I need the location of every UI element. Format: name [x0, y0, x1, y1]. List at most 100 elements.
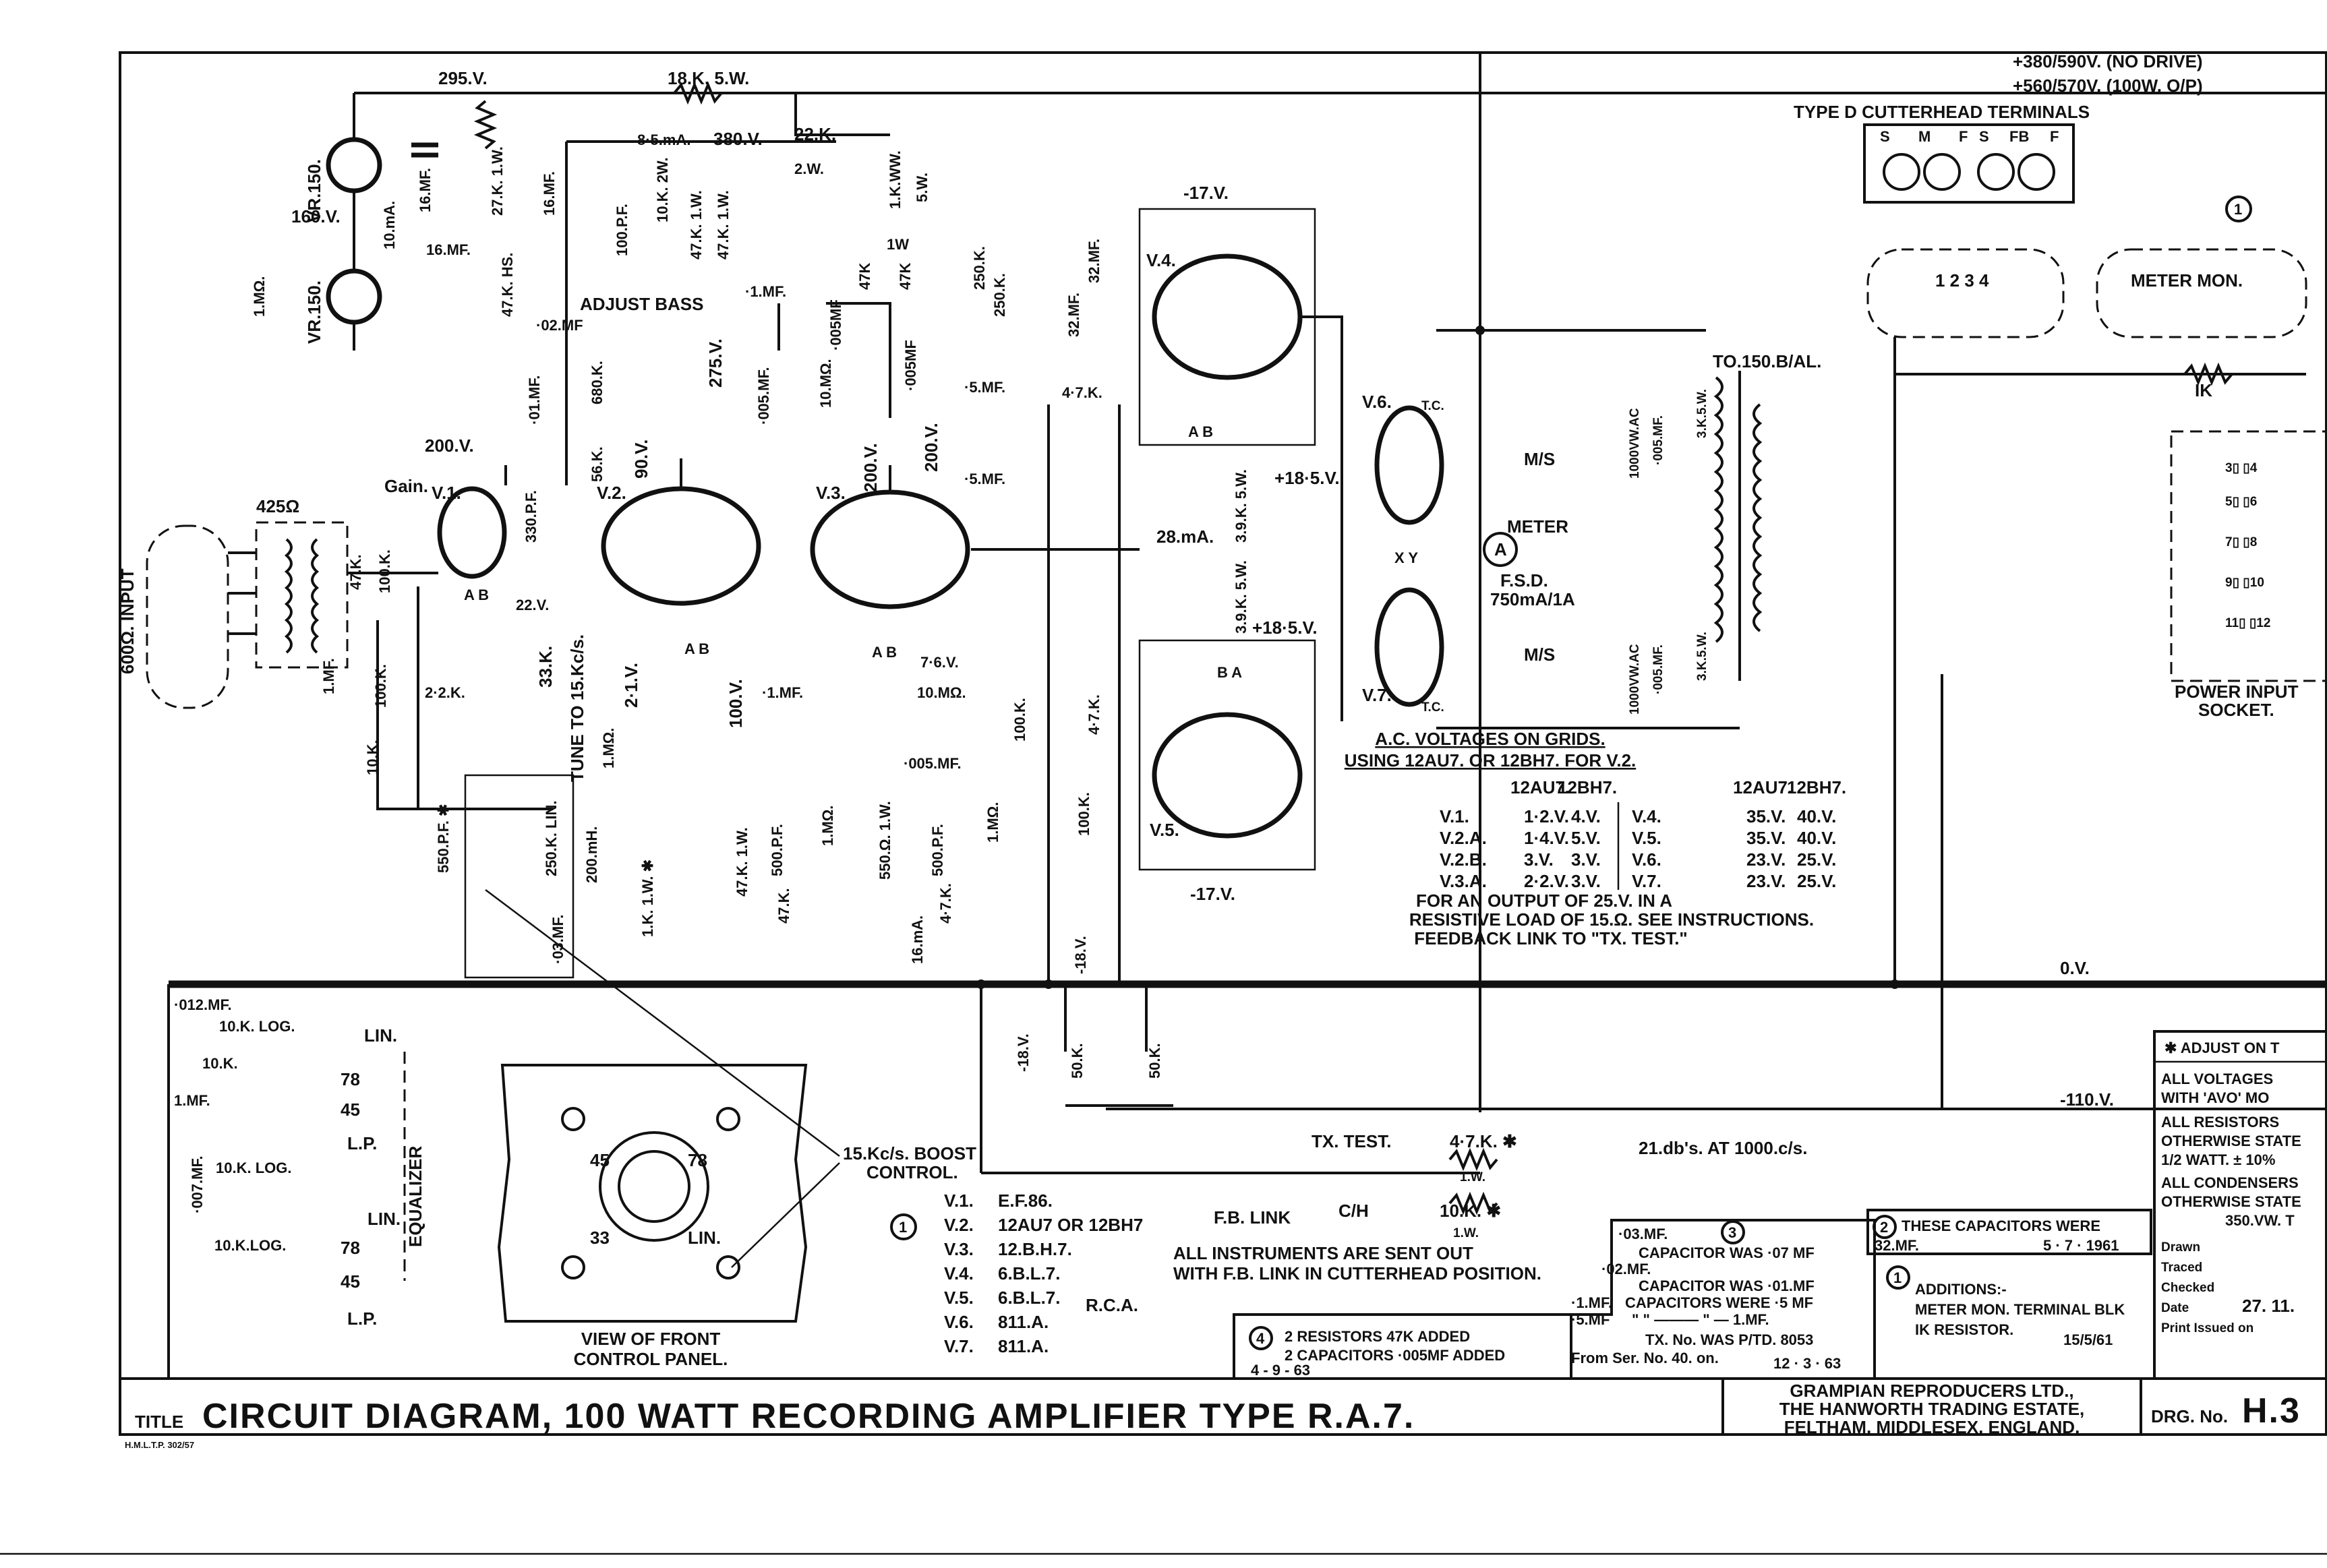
r680k-label: 680.K. [589, 361, 606, 404]
c32mf-a-label: 32.MF. [1065, 293, 1082, 337]
plug-pin-labels: 1 2 3 4 [1935, 270, 1989, 291]
input-600-label: 600Ω. INPUT [117, 568, 138, 674]
grid-r2-c1: 3.V. [1524, 849, 1554, 870]
r27k-resistor [473, 100, 498, 150]
panel-knob-outer [599, 1131, 709, 1242]
valve-r1-id: V.2. [944, 1215, 974, 1235]
grid-r1-c2: 5.V. [1571, 828, 1601, 848]
c1mf-b-label: ·1.MF. [745, 283, 786, 300]
r550-label: 550.Ω. 1.W. [877, 801, 893, 880]
eq-45b: 45 [341, 1271, 360, 1292]
notes-line-2: ALL RESISTORS [2161, 1114, 2279, 1130]
v17a-label: -17.V. [1183, 183, 1229, 203]
c5mf-a-label: ·5.MF. [964, 379, 1005, 396]
valve-r5-id: V.6. [944, 1312, 974, 1332]
socket-pins-11-12: 11▯ ▯12 [2225, 616, 2270, 630]
r3k5w-b-label: 3.K.5.W. [1695, 632, 1709, 681]
tx-w1a-label: 1.W. [1460, 1170, 1485, 1184]
r33k-label: 33.K. [535, 646, 556, 688]
grid-note-3: FEEDBACK LINK TO "TX. TEST." [1414, 928, 1688, 948]
v22-label: 22.V. [516, 597, 549, 613]
mod-c2-circle [1873, 1215, 1897, 1239]
grid-r0-c0: V.1. [1440, 806, 1469, 826]
r56k-label: 56.K. [589, 446, 606, 482]
mod-c5mf: ·5.MF [1571, 1311, 1610, 1328]
r1m-b-label: 1.MΩ. [819, 806, 836, 846]
power-input-socket [2170, 430, 2327, 682]
bias-pots [980, 984, 1173, 1107]
socket-pins-7-8: 7▯ ▯8 [2225, 535, 2257, 549]
v5-ba: B A [1217, 664, 1242, 681]
c16mf-c-label: 16.MF. [541, 171, 558, 216]
eq-lp-2: L.P. [347, 1308, 377, 1329]
grid-r0-c4: 35.V. [1746, 806, 1786, 826]
c100pf-label: 100.P.F. [614, 204, 630, 256]
r47k1w-c-label: 47.K. 1.W. [734, 827, 750, 897]
mod-c32: 32.MF. [1875, 1237, 1919, 1254]
r47k-g-label: 4·7.K. [1062, 384, 1102, 401]
grid-r2-c0: V.2.B. [1440, 849, 1487, 870]
ch-label: C/H [1338, 1201, 1369, 1221]
grid-r3-c2: 3.V. [1571, 871, 1601, 891]
modification-notes: ·03.MF. 3 CAPACITOR WAS ·07 MF ·02.MF. C… [1233, 1209, 2152, 1380]
mod-c3-circle [1721, 1220, 1745, 1244]
valve-v2 [601, 486, 761, 606]
r47k-h-label: 4·7.K. [1086, 694, 1102, 735]
cutterhead-term-5: FB [2009, 128, 2029, 145]
c01mf-label: ·01.MF. [526, 375, 543, 425]
company-line-2: THE HANWORTH TRADING ESTATE, [1779, 1399, 2085, 1419]
mh200-label: 200.mH. [583, 826, 600, 883]
r47khs-label: 47.K. HS. [499, 253, 516, 317]
grid-r3-c5: 25.V. [1797, 871, 1836, 891]
input-transformer-primary [284, 538, 293, 654]
panel-screw-br [716, 1255, 740, 1279]
eq-c012mf: ·012.MF. [174, 996, 232, 1013]
fsd-label: F.S.D. [1500, 570, 1548, 591]
notes-box [2153, 1030, 2327, 1380]
mod-additions-3: IK RESISTOR. [1915, 1321, 2013, 1338]
v7-tc: T.C. [1421, 700, 1444, 715]
tx-w1b-label: 1.W. [1453, 1226, 1479, 1240]
c02mf-label: ·02.MF [536, 317, 583, 334]
r47k1w-a-label: 47.K. 1.W. [688, 190, 705, 260]
grid-r2-c2: 3.V. [1571, 849, 1601, 870]
meter-mon-plug [2096, 248, 2307, 338]
r22k-b-label: 2·2.K. [425, 684, 465, 701]
r47k-e-label: 4·7.K. [937, 883, 954, 924]
valve-r5-type: 811.A. [998, 1312, 1049, 1332]
v200a-label: 200.V. [425, 435, 474, 456]
equalizer-network: ·012.MF. 10.K. LOG. 10.K. 1.MF. ·007.MF.… [174, 996, 425, 1329]
mod-c1-number: 1 [1893, 1269, 1902, 1286]
meter-symbol [1483, 532, 1518, 567]
grid-r3-c0: V.3.A. [1440, 871, 1487, 891]
junction-c [1475, 326, 1485, 335]
mod-c1mf-were: CAPACITORS WERE ·5 MF [1625, 1294, 1813, 1311]
terminal-s-m [1883, 153, 1920, 191]
tune-label: TUNE TO 15.Kc/s. [567, 634, 587, 782]
meter-label: METER [1507, 516, 1568, 537]
tx-test-label: TX. TEST. [1312, 1131, 1391, 1151]
valve-r4-type: 6.B.L.7. [998, 1288, 1060, 1308]
vr150-tube-1 [326, 137, 382, 193]
valve-r6-type: 811.A. [998, 1336, 1049, 1356]
v3-ab: A B [872, 644, 897, 661]
cutterhead-term-6: F [2050, 128, 2059, 145]
panel-screw-tl [561, 1107, 585, 1131]
panel-45: 45 [590, 1150, 610, 1170]
w5-label: 5.W. [914, 173, 931, 202]
valve-v4 [1152, 253, 1303, 380]
grid-voltage-table: A.C. VOLTAGES ON GRIDS. USING 12AU7. OR … [1345, 729, 1846, 948]
terminal-f-s [1977, 153, 2015, 191]
output-transformer-secondary [1752, 403, 1763, 632]
front-panel-outline [497, 1064, 808, 1323]
drg-no-label: DRG. No. [2151, 1406, 2228, 1426]
c1mf-c-label: ·1.MF. [762, 684, 803, 701]
c005-f-label: ·005.MF. [1651, 644, 1666, 694]
c1mf-label: 1.MF. [320, 658, 337, 694]
r100k-b-label: 100.K. [372, 664, 389, 708]
cutterhead-title: TYPE D CUTTERHEAD TERMINALS [1794, 102, 2090, 122]
r3k5w-a-label: 3.K.5.W. [1695, 389, 1709, 438]
cutterhead-terminals: S M F S FB F [1880, 128, 2059, 191]
eq-r10klog-a: 10.K. LOG. [219, 1018, 295, 1035]
mod-date-2: 5 · 7 · 1961 [2043, 1237, 2119, 1254]
